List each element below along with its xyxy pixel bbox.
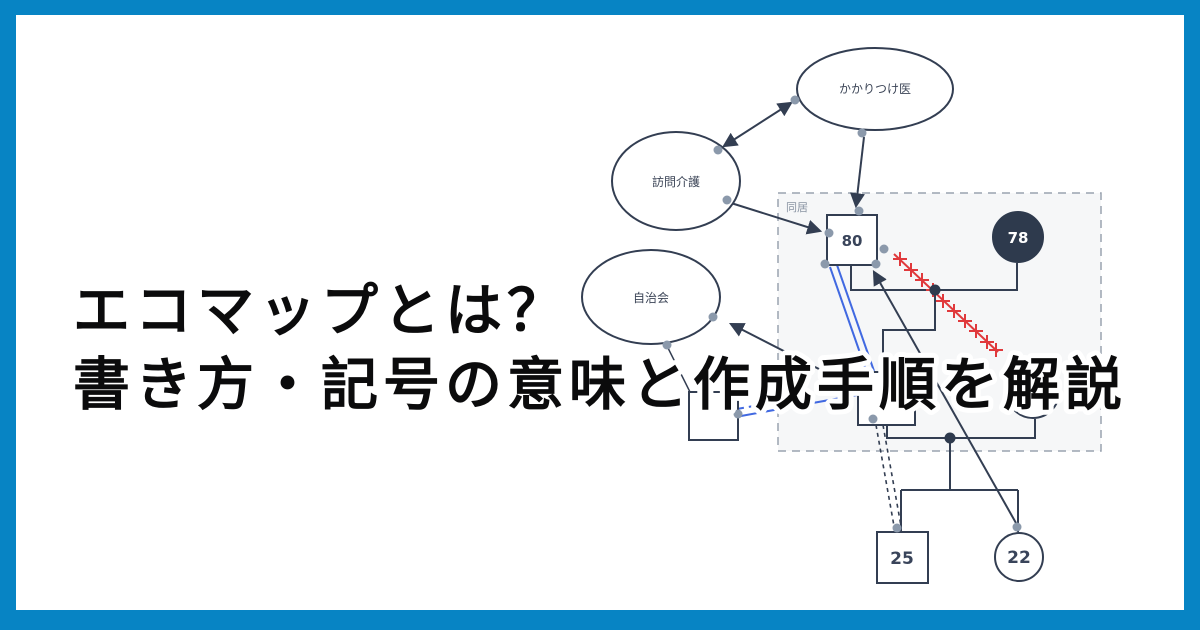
weak-line-segment <box>882 424 902 527</box>
title-line-2: 書き方・記号の意味と作成手順を解説 <box>73 352 1127 418</box>
grandson-square <box>876 531 929 584</box>
union-dot <box>944 432 956 444</box>
daughter-in-law-circle <box>1006 365 1060 419</box>
union-dots <box>929 284 956 444</box>
doctor-label: かかりつけ医 <box>839 82 911 96</box>
family-lines <box>667 263 1036 532</box>
union-dot <box>929 284 941 296</box>
person-grandmother: 78 <box>992 211 1044 263</box>
granddaughter-age: 22 <box>1007 548 1031 568</box>
community-label: 自治会 <box>633 291 669 305</box>
household-label: 同居 <box>786 201 808 214</box>
grandfather-square <box>826 214 878 266</box>
resource-ellipse-home-care: 訪問介護 <box>611 131 741 231</box>
title-line-1: エコマップとは？ <box>73 278 569 344</box>
grandmother-age: 78 <box>1008 229 1029 247</box>
grandfather-age: 80 <box>842 232 863 250</box>
home-care-ellipse <box>611 131 741 231</box>
marriage-line-parents <box>886 419 1036 439</box>
resource-ellipse-doctor: かかりつけ医 <box>796 47 954 131</box>
home-care-label: 訪問介護 <box>652 174 700 189</box>
person-daughter-in-law <box>1006 365 1060 419</box>
arrow-homecare-grandfather <box>730 202 823 235</box>
granddaughter-circle <box>994 532 1044 582</box>
community-relative-line <box>667 347 694 399</box>
connector-dots <box>662 95 1022 533</box>
connector-dot <box>733 409 743 419</box>
weak-line-son-grandson <box>875 424 902 527</box>
arrow-son-community <box>728 322 859 390</box>
child-line-son <box>882 290 936 372</box>
arrow-doctor-grandfather <box>850 136 865 209</box>
card-title: エコマップとは？ 書き方・記号の意味と作成手順を解説 <box>68 273 1127 423</box>
children-bracket <box>900 438 1019 532</box>
son-square <box>857 371 916 426</box>
connector-dot <box>820 259 830 269</box>
weak-line-segment <box>875 424 895 527</box>
connector-dot <box>708 312 718 322</box>
person-grandson: 25 <box>876 531 929 584</box>
resource-ellipse-community: 自治会 <box>581 249 721 345</box>
strong-line-segment <box>836 264 875 372</box>
connector-dot <box>790 95 800 105</box>
connector-dot <box>868 414 878 424</box>
connector-dot <box>857 128 867 138</box>
strong-line-grandfather-son <box>829 264 875 374</box>
doctor-ellipse <box>796 47 954 131</box>
arrow-granddaughter-grandfather <box>872 270 1017 524</box>
connector-dot <box>1012 522 1022 532</box>
person-son <box>857 371 916 426</box>
arrow-homecare-doctor <box>722 101 793 148</box>
grandmother-circle <box>992 211 1044 263</box>
connector-dot <box>879 244 889 254</box>
strong-line-segment-dashed <box>736 387 855 410</box>
connector-dot <box>662 340 672 350</box>
connector-dot <box>722 195 732 205</box>
connector-dot <box>824 228 834 238</box>
community-ellipse <box>581 249 721 345</box>
person-granddaughter: 22 <box>994 532 1044 582</box>
grandson-age: 25 <box>890 549 914 569</box>
person-grandfather: 80 <box>826 214 878 266</box>
connector-dot <box>892 523 902 533</box>
connector-dot <box>713 145 723 155</box>
connector-dot <box>871 259 881 269</box>
strong-line-relative-son <box>736 387 858 417</box>
strong-line-segment <box>829 266 868 374</box>
strong-line-segment <box>740 394 858 417</box>
connector-dot <box>854 206 864 216</box>
